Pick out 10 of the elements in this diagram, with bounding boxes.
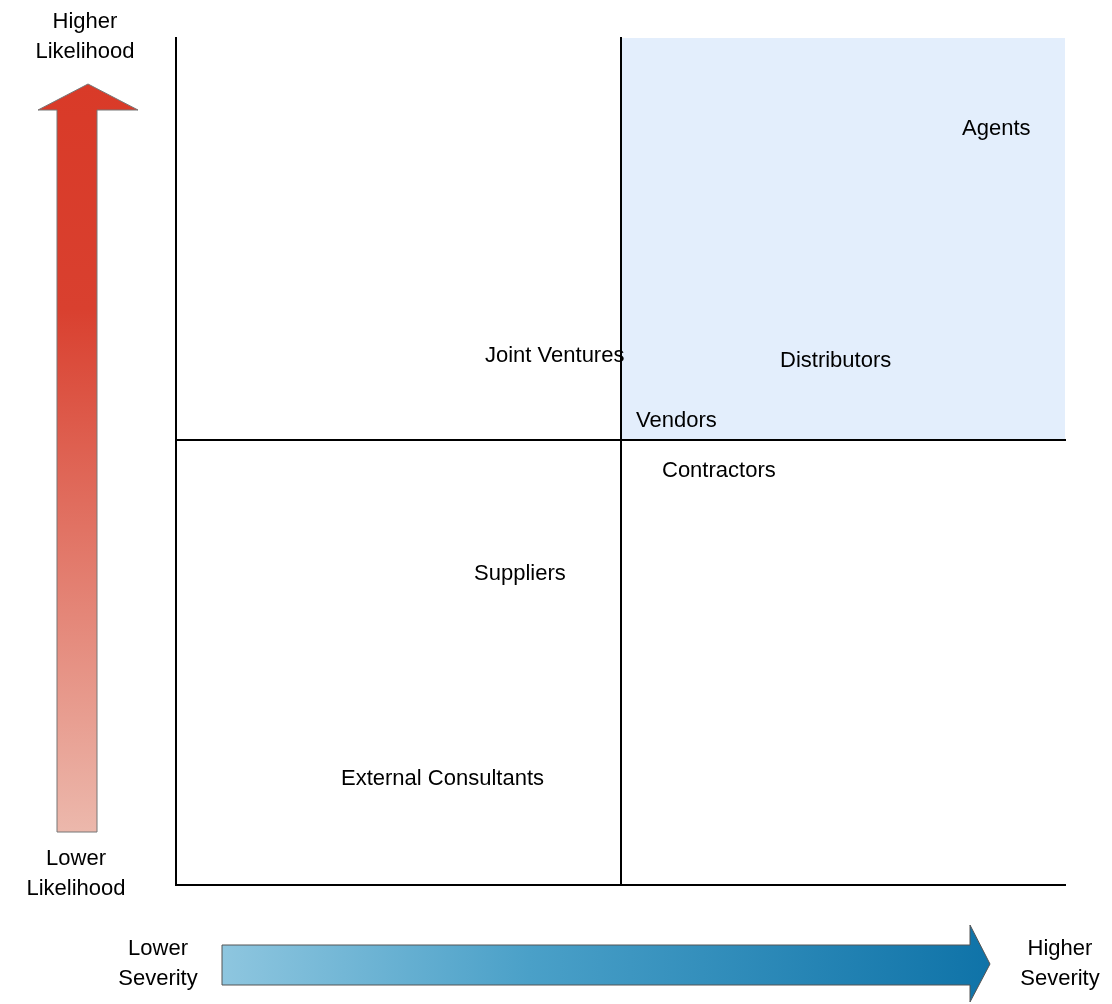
item-label: Distributors <box>780 346 892 374</box>
axis-label: Higher Severity <box>1019 934 1101 992</box>
axis-label: Higher Likelihood <box>34 7 136 65</box>
axis-label: Lower Severity <box>117 934 199 992</box>
item-label: Vendors <box>636 406 717 434</box>
item-label: Contractors <box>662 456 776 484</box>
item-label: External Consultants <box>341 764 544 792</box>
item-label: Agents <box>962 114 1031 142</box>
item-label: Suppliers <box>474 559 566 587</box>
axis-label: Lower Likelihood <box>25 844 127 902</box>
